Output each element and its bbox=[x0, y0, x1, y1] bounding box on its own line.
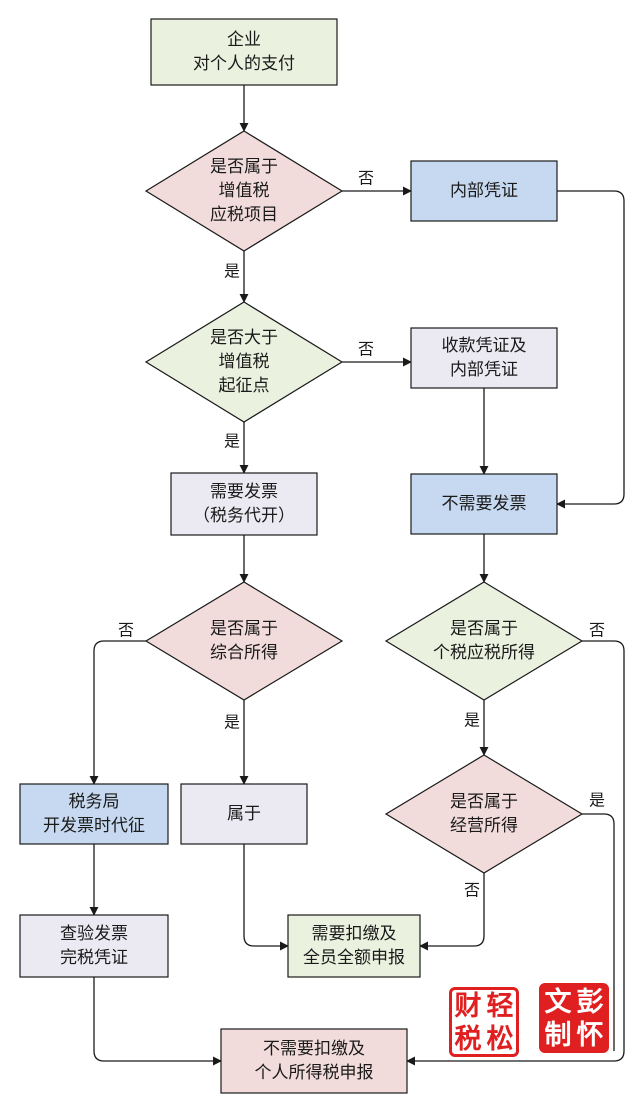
node-text: 税务局 bbox=[69, 792, 120, 812]
stamp-char: 松 bbox=[486, 1024, 514, 1055]
node-text: 需要发票 bbox=[210, 482, 278, 502]
edge-iit-no bbox=[406, 640, 625, 1066]
node-text: 全员全额申报 bbox=[303, 948, 405, 968]
node-text: 是否属于 bbox=[210, 619, 278, 639]
node-text: 对个人的支付 bbox=[193, 54, 295, 74]
node-need-invoice: 需要发票 （税务代开） bbox=[170, 472, 318, 536]
node-text: 个税应税所得 bbox=[433, 643, 535, 663]
node-text: 完税凭证 bbox=[60, 948, 128, 968]
label-iit-yes: 是 bbox=[464, 711, 480, 730]
node-text: 不需要扣缴及 bbox=[263, 1039, 365, 1059]
stamp-char: 制 bbox=[544, 1020, 572, 1051]
process-box bbox=[19, 914, 169, 978]
nodes: 企业对个人的支付是否属于增值税应税项目内部凭证是否大于增值税起征点收款凭证及内部… bbox=[19, 18, 584, 1094]
label-business-no: 否 bbox=[464, 881, 480, 900]
process-box bbox=[170, 472, 318, 536]
node-text: 需要扣缴及 bbox=[312, 924, 397, 944]
node-text: 应税项目 bbox=[210, 205, 278, 225]
edge-belongs-to-withhold bbox=[243, 844, 289, 951]
label-vat-yes: 是 bbox=[224, 262, 240, 281]
decision-diamond bbox=[384, 581, 584, 701]
stamp-char: 财 bbox=[454, 991, 482, 1022]
node-no-invoice: 不需要发票 bbox=[410, 473, 558, 535]
process-box bbox=[19, 783, 169, 845]
node-internal-voucher: 内部凭证 bbox=[410, 160, 558, 222]
stamp-char: 彭 bbox=[576, 987, 604, 1018]
label-comp-yes: 是 bbox=[224, 713, 240, 732]
decision-diamond bbox=[144, 130, 344, 252]
label-iit-no: 否 bbox=[589, 621, 605, 640]
label-comp-no: 否 bbox=[118, 621, 134, 640]
edge-internal-to-noinvoice bbox=[556, 190, 625, 509]
node-text: 内部凭证 bbox=[450, 360, 518, 380]
edge-business-yes bbox=[582, 813, 615, 1051]
node-text: 内部凭证 bbox=[450, 181, 518, 201]
node-text: 收款凭证及 bbox=[442, 336, 527, 356]
process-box bbox=[220, 1028, 408, 1094]
decision-diamond bbox=[144, 301, 344, 423]
edge-check-to-nowithhold bbox=[93, 977, 222, 1066]
decision-diamond bbox=[384, 754, 584, 874]
label-threshold-no: 否 bbox=[358, 340, 374, 359]
node-text: 起征点 bbox=[219, 376, 270, 396]
process-box bbox=[150, 18, 338, 86]
node-text: 综合所得 bbox=[210, 643, 278, 663]
node-text: 开发票时代征 bbox=[43, 816, 145, 836]
process-box bbox=[410, 327, 558, 389]
node-text: 属于 bbox=[227, 804, 261, 824]
node-text: 是否属于 bbox=[450, 792, 518, 812]
edge-comp-no bbox=[89, 640, 146, 785]
stamp-char: 税 bbox=[454, 1024, 482, 1055]
node-text: 经营所得 bbox=[450, 816, 518, 836]
stamp-char: 文 bbox=[544, 987, 572, 1018]
process-box bbox=[410, 160, 558, 222]
label-threshold-yes: 是 bbox=[224, 432, 240, 451]
edge-business-no bbox=[419, 873, 485, 951]
node-text: 个人所得税申报 bbox=[255, 1063, 374, 1083]
stamp-char: 轻 bbox=[486, 991, 514, 1022]
node-text: 是否大于 bbox=[210, 328, 278, 348]
node-text: 是否属于 bbox=[450, 619, 518, 639]
stamp-pengwen-zhihuai: 文 彭 制 怀 bbox=[539, 983, 609, 1053]
node-text: 是否属于 bbox=[210, 157, 278, 177]
stamp-caishui-qingsong: 财 轻 税 松 bbox=[449, 987, 519, 1057]
process-box bbox=[410, 473, 558, 535]
label-business-yes: 是 bbox=[589, 791, 605, 810]
label-vat-no: 否 bbox=[358, 169, 374, 188]
node-text: 企业 bbox=[227, 30, 261, 50]
node-text: 查验发票 bbox=[60, 924, 128, 944]
node-text: （税务代开） bbox=[193, 506, 295, 526]
stamp-char: 怀 bbox=[576, 1020, 604, 1051]
node-text: 增值税 bbox=[219, 181, 270, 201]
process-box bbox=[287, 914, 421, 978]
decision-diamond bbox=[144, 581, 344, 701]
process-box bbox=[180, 783, 308, 845]
node-belongs: 属于 bbox=[180, 783, 308, 845]
node-text: 不需要发票 bbox=[442, 494, 527, 514]
node-text: 增值税 bbox=[219, 352, 270, 372]
connectors bbox=[89, 85, 625, 1066]
